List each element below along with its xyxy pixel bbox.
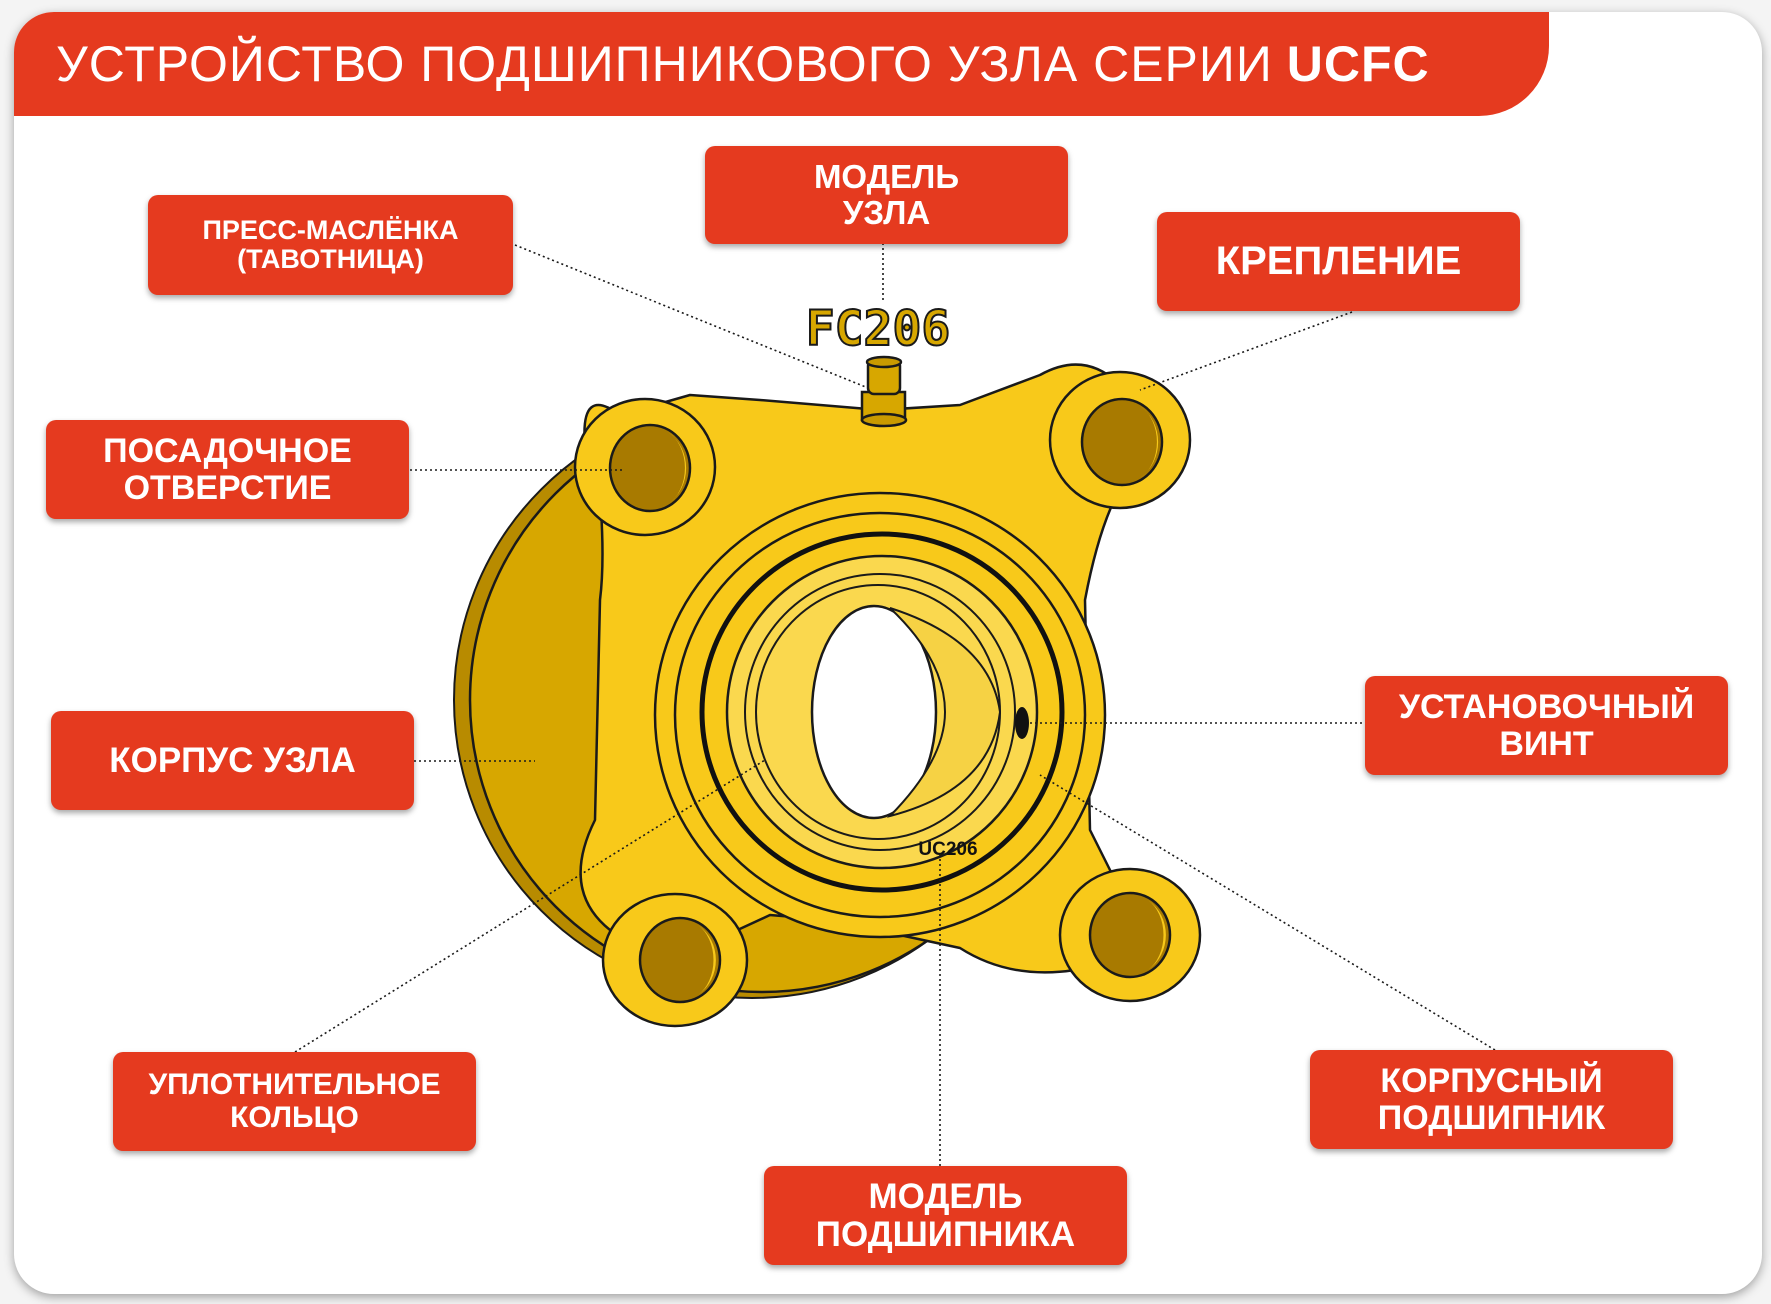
set-screw-icon [1015,707,1029,739]
leader-seal [294,759,766,1053]
label-mounting-hole: ПОСАДОЧНОЕ ОТВЕРСТИЕ [46,420,409,519]
bore-hole [810,604,938,820]
housing-marking: FC206 [806,301,951,357]
label-mounting: КРЕПЛЕНИЕ [1157,212,1520,311]
leader-lines [294,243,1496,1166]
header-series: UCFC [1286,36,1430,92]
leader-mounting [1139,311,1353,391]
mounting-holes [608,397,1172,1004]
label-unit-model: МОДЕЛЬ УЗЛА [705,146,1068,244]
header-banner: УСТРОЙСТВО ПОДШИПНИКОВОГО УЗЛА СЕРИИ UCF… [14,12,1549,116]
mounting-hole-bottom-left-icon [638,916,722,1004]
mounting-hole-bottom-right-icon [1088,891,1172,979]
label-bearing-model: МОДЕЛЬ ПОДШИПНИКА [764,1166,1127,1265]
label-set-screw: УСТАНОВОЧНЫЙ ВИНТ [1365,676,1728,775]
leader-insert-bearing [1039,774,1496,1051]
grease-fitting-icon [860,355,908,428]
header-title: УСТРОЙСТВО ПОДШИПНИКОВОГО УЗЛА СЕРИИ [56,36,1273,92]
label-seal: УПЛОТНИТЕЛЬНОЕ КОЛЬЦО [113,1052,476,1151]
label-insert-bearing: КОРПУСНЫЙ ПОДШИПНИК [1310,1050,1673,1149]
leader-grease-fitting [514,244,869,389]
label-grease-fitting: ПРЕСС-МАСЛЁНКА (ТАВОТНИЦА) [148,195,513,295]
label-housing: КОРПУС УЗЛА [51,711,414,810]
mounting-hole-top-left-icon [608,423,692,513]
bearing-marking: UC206 [918,839,977,860]
mounting-hole-top-right-icon [1080,397,1164,487]
